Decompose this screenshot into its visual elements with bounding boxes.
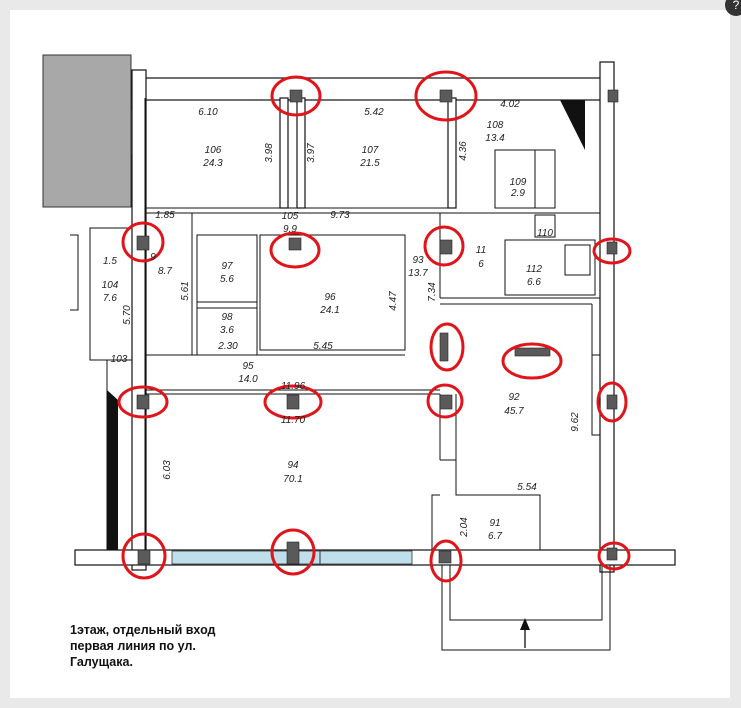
room-97-area: 5.6 [220,274,234,285]
room-92-number: 92 [508,392,520,403]
room-105-area: 9.9 [283,224,297,235]
dim-9-62: 9.62 [570,412,581,432]
room-93-number: 93 [412,255,424,266]
adjacent-building [42,54,132,208]
dim-3-98: 3.98 [264,143,275,163]
room-92-area: 45.7 [504,406,524,417]
north-stair-shadow [560,100,585,150]
dim-3-97: 3.97 [306,143,317,163]
dim-4-02: 4.02 [500,99,520,110]
room-91-area: 6.7 [488,531,502,542]
dim-5-54: 5.54 [517,482,537,493]
room-93-area: 13.7 [408,268,428,279]
dim-6-10: 6.10 [198,107,218,118]
room-96-area: 24.1 [319,305,339,316]
dim-9-73: 9.73 [330,210,350,221]
dim-2-30: 2.30 [217,341,238,352]
room-98-area: 3.6 [220,325,234,336]
room-103-number: 103 [111,354,128,365]
dim-11-96: 11.96 [281,381,306,392]
room-104-number: 104 [102,280,119,291]
dim-5-70: 5.70 [122,305,133,325]
help-icon[interactable]: ? [725,0,741,16]
dim-7-34: 7.34 [427,282,438,302]
room-97-number: 97 [221,261,233,272]
dim-1-5: 1.5 [103,256,117,267]
room-105-number: 105 [282,211,299,222]
room-96-number: 96 [324,292,336,303]
dim-5-61: 5.61 [180,281,191,300]
room-107-number: 107 [362,145,379,156]
room-106-area: 24.3 [202,158,223,169]
floor-plan: 106 24.3 107 21.5 108 13.4 109 2.9 110 1… [42,54,676,651]
caption-line-1: 1этаж, отдельный вход [70,623,216,637]
room-95-area: 14.0 [238,374,258,385]
room-11-area: 6 [478,259,484,270]
room-98-number: 98 [221,312,233,323]
room-109-area: 2.9 [510,188,525,199]
room-108-area: 13.4 [485,133,505,144]
room-110-number: 110 [537,228,553,239]
plan-caption: 1этаж, отдельный вход первая линия по ул… [70,622,310,670]
north-wall [131,77,603,101]
room-11-number: 11 [476,245,486,256]
room-104-area: 7.6 [103,293,117,304]
room-94-area: 70.1 [283,474,302,485]
room-112-area: 6.6 [527,277,541,288]
caption-line-3: Галущака. [70,655,133,669]
dimension-labels: 6.10 5.42 4.02 3.98 3.97 4.36 1.85 9.73 … [103,99,581,538]
column-highlights [117,70,632,583]
room-9-area: 8.7 [158,266,172,277]
dim-4-36: 4.36 [458,141,469,161]
dim-5-42: 5.42 [364,107,384,118]
west-wall [131,69,147,571]
dim-6-03: 6.03 [162,460,173,480]
room-94-number: 94 [287,460,299,471]
dim-11-70: 11.70 [281,415,306,426]
caption-line-2: первая линия по ул. [70,639,196,653]
room-106-number: 106 [205,145,222,156]
west-stair-shadow [107,390,118,550]
room-9-number: 9 [150,252,156,263]
entrance-arrow [520,618,530,630]
floor-plan-sheet: 106 24.3 107 21.5 108 13.4 109 2.9 110 1… [10,10,730,698]
dim-5-45: 5.45 [313,341,333,352]
room-107-area: 21.5 [359,158,380,169]
room-91-number: 91 [489,518,500,529]
room-112-number: 112 [526,264,542,275]
room-95-number: 95 [242,361,254,372]
dim-1-85: 1.85 [155,210,175,221]
room-108-number: 108 [487,120,504,131]
dim-4-47: 4.47 [388,291,399,311]
room-109-number: 109 [510,177,527,188]
columns [136,89,619,565]
dim-2-04: 2.04 [459,517,470,538]
room-labels: 106 24.3 107 21.5 108 13.4 109 2.9 110 1… [102,120,554,542]
east-wall [599,61,615,573]
